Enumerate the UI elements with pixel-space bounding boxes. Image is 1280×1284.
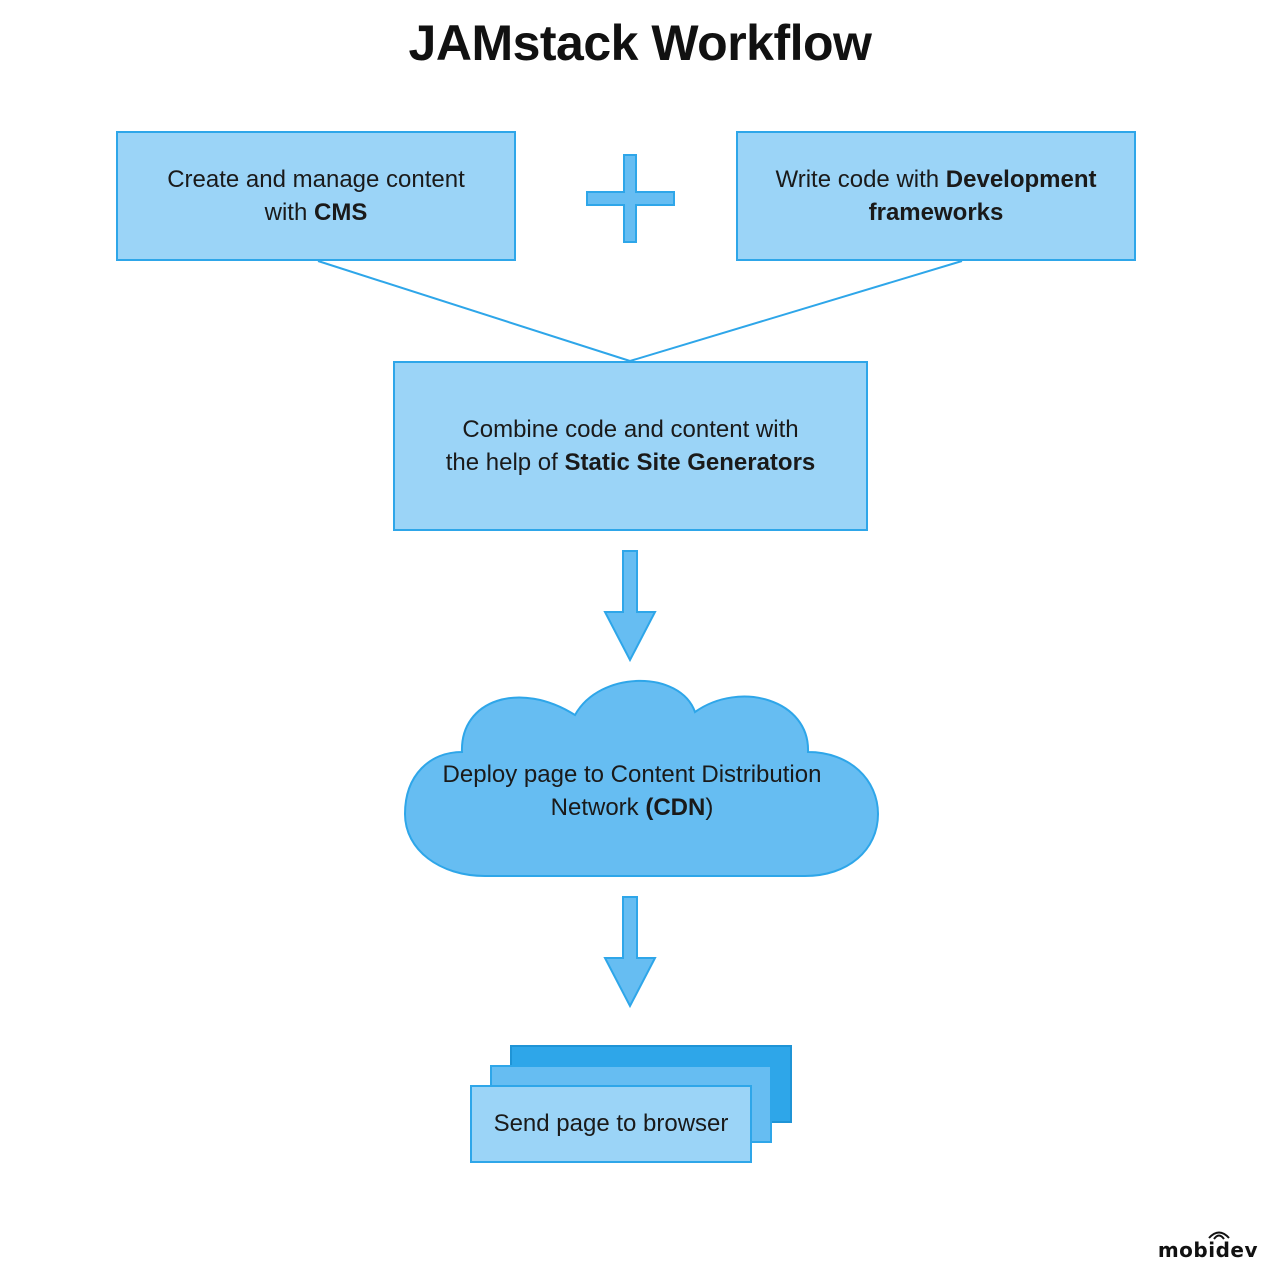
cloud-shape xyxy=(403,679,880,877)
step-browser-box: Send page to browser xyxy=(470,1085,752,1163)
wifi-icon xyxy=(1208,1231,1230,1240)
arrow-down-icon xyxy=(603,550,657,663)
step-ssg-text: Combine code and content with the help o… xyxy=(445,416,816,476)
arrow-down-icon xyxy=(603,896,657,1009)
step-ssg-box: Combine code and content with the help o… xyxy=(393,361,868,531)
step-dev-box: Write code with Development frameworks xyxy=(736,131,1136,261)
brand-logo: mobidev xyxy=(1157,1238,1258,1262)
step-dev-text: Write code with Development frameworks xyxy=(775,166,1097,226)
plus-icon xyxy=(586,154,675,243)
step-cms-text: Create and manage content with CMS xyxy=(167,166,465,226)
step-cdn-text: Deploy page to Content Distribution Netw… xyxy=(442,761,822,821)
diagram-title: JAMstack Workflow xyxy=(408,15,872,71)
step-cms-box: Create and manage content with CMS xyxy=(116,131,516,261)
step-browser-label: Send page to browser xyxy=(493,1110,729,1137)
connector-dev-to-ssg xyxy=(629,260,963,362)
connector-cms-to-ssg xyxy=(317,260,631,362)
